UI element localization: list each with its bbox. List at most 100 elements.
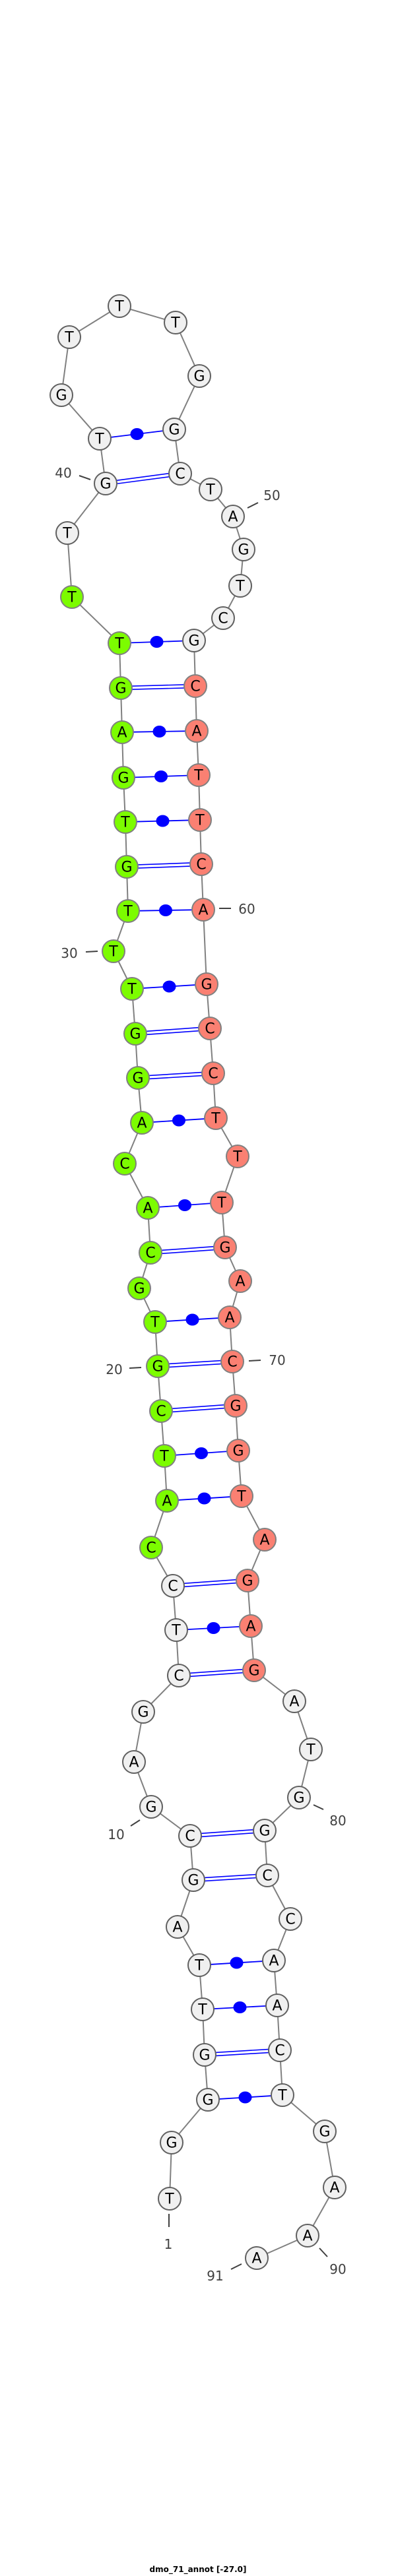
nucleotide-letter: T: [114, 636, 124, 652]
nucleotide-letter: C: [146, 1540, 156, 1557]
nucleotide-letter: G: [202, 2092, 213, 2109]
nucleotide: G: [162, 418, 186, 441]
nucleotide: T: [271, 2083, 294, 2107]
nucleotide: G: [224, 1394, 248, 1418]
gc-pair: [148, 1071, 203, 1080]
nucleotide: G: [187, 364, 211, 388]
number-tick: [130, 1819, 141, 1827]
nucleotide: T: [230, 1484, 253, 1508]
nucleotide-letter: G: [187, 1873, 199, 1889]
at-pair: [152, 1114, 205, 1127]
pair-bond-line: [201, 1829, 253, 1835]
pair-dot: [154, 770, 168, 782]
nucleotide: T: [102, 939, 125, 963]
nucleotide-letter: C: [208, 1066, 218, 1083]
nucleotide-circle: [166, 1915, 189, 1939]
nucleotide-circle: [282, 1689, 306, 1713]
pair-bond-line: [204, 1873, 256, 1879]
nucleotide-letter: G: [199, 2048, 210, 2064]
nucleotide-circle: [143, 1310, 167, 1334]
nucleotide-circle: [182, 629, 206, 652]
pair-bond-line: [117, 476, 170, 485]
nucleotide-letter: G: [259, 1823, 270, 1840]
nucleotide: G: [115, 855, 139, 879]
nucleotide: A: [221, 505, 245, 528]
nucleotide: C: [220, 1350, 244, 1373]
nucleotide-letter: T: [306, 1742, 315, 1759]
nucleotide-circle: [224, 1394, 248, 1418]
number-tick: [247, 502, 259, 509]
nucleotide: A: [245, 2246, 269, 2270]
nucleotide: C: [183, 674, 207, 698]
number-label: 1: [164, 2236, 173, 2252]
gt-pair: [110, 428, 164, 440]
nucleotide-circle: [271, 2083, 294, 2107]
nucleotide-circle: [122, 1750, 146, 1774]
nucleotide-circle: [211, 606, 235, 630]
nucleotide: T: [108, 294, 131, 318]
nucleotide-circle: [195, 972, 218, 996]
nucleotide: C: [161, 1574, 185, 1598]
nucleotide: G: [182, 1868, 205, 1892]
nucleotide-letter: A: [251, 2251, 261, 2267]
pair-dot: [150, 636, 164, 648]
nucleotide-letter: G: [132, 1071, 143, 1087]
nucleotide-letter: C: [196, 857, 206, 873]
pair-bond-line: [205, 1877, 257, 1882]
nucleotide: C: [201, 1061, 225, 1085]
nucleotide-circle: [226, 1145, 249, 1168]
nucleotide-letter: G: [100, 476, 111, 493]
nucleotide-circle: [109, 676, 133, 700]
nucleotide: G: [160, 2131, 183, 2154]
nucleotide: A: [265, 1994, 289, 2017]
nucleotide-circle: [220, 1350, 244, 1373]
nucleotide-circle: [136, 1196, 160, 1220]
nucleotide-circle: [239, 1614, 263, 1638]
nucleotide: A: [191, 898, 215, 922]
gc-pair: [201, 1829, 254, 1838]
nucleotide: T: [199, 478, 222, 501]
pair-bond-line: [138, 865, 191, 869]
nucleotide: G: [94, 472, 117, 495]
nucleotide-circle: [213, 1236, 237, 1259]
at-pair: [178, 1492, 231, 1505]
nucleotide-circle: [164, 311, 187, 334]
pair-bond-line: [215, 2048, 269, 2054]
nucleotide-letter: A: [235, 1274, 245, 1290]
nucleotide: T: [57, 325, 81, 349]
at-pair: [136, 815, 189, 827]
nucleotide: G: [123, 1022, 147, 1046]
nucleotide-circle: [112, 766, 135, 790]
number-label: 20: [106, 1362, 122, 1377]
gc-pair: [215, 2048, 269, 2057]
nucleotide-circle: [57, 325, 81, 349]
nucleotide-circle: [253, 1528, 277, 1552]
gc-pair: [137, 862, 191, 869]
nucleotide-circle: [191, 898, 215, 922]
nucleotide-circle: [160, 2131, 183, 2154]
nucleotide-letter: C: [275, 2043, 284, 2059]
pair-bond-line: [149, 1075, 203, 1080]
nucleotide: G: [50, 383, 73, 407]
nucleotide-letter: C: [262, 1868, 272, 1885]
nucleotide-letter: T: [64, 330, 74, 346]
nucleotide-circle: [162, 418, 186, 441]
nucleotide: G: [287, 1786, 311, 1809]
nucleotide-circle: [55, 521, 79, 545]
number-tick: [313, 1804, 324, 1810]
nucleotide: T: [143, 1310, 167, 1334]
structure-title: dmo_71_annot [-27.0]: [149, 2565, 247, 2574]
pair-bond-line: [169, 1363, 222, 1368]
nucleotide: T: [226, 1145, 249, 1168]
nucleotide-letter: A: [329, 2180, 339, 2197]
nucleotide: C: [279, 1907, 302, 1931]
nucleotide-letter: T: [236, 1489, 246, 1505]
nucleotide-letter: T: [67, 590, 77, 606]
nucleotide-circle: [236, 1569, 259, 1592]
number-tick: [230, 2263, 242, 2270]
pair-bond-line: [147, 1030, 199, 1036]
number-label: 91: [207, 2268, 223, 2284]
nucleotide: A: [122, 1750, 146, 1774]
nucleotide-letter: C: [119, 1156, 129, 1173]
nucleotide-letter: G: [319, 2124, 330, 2141]
